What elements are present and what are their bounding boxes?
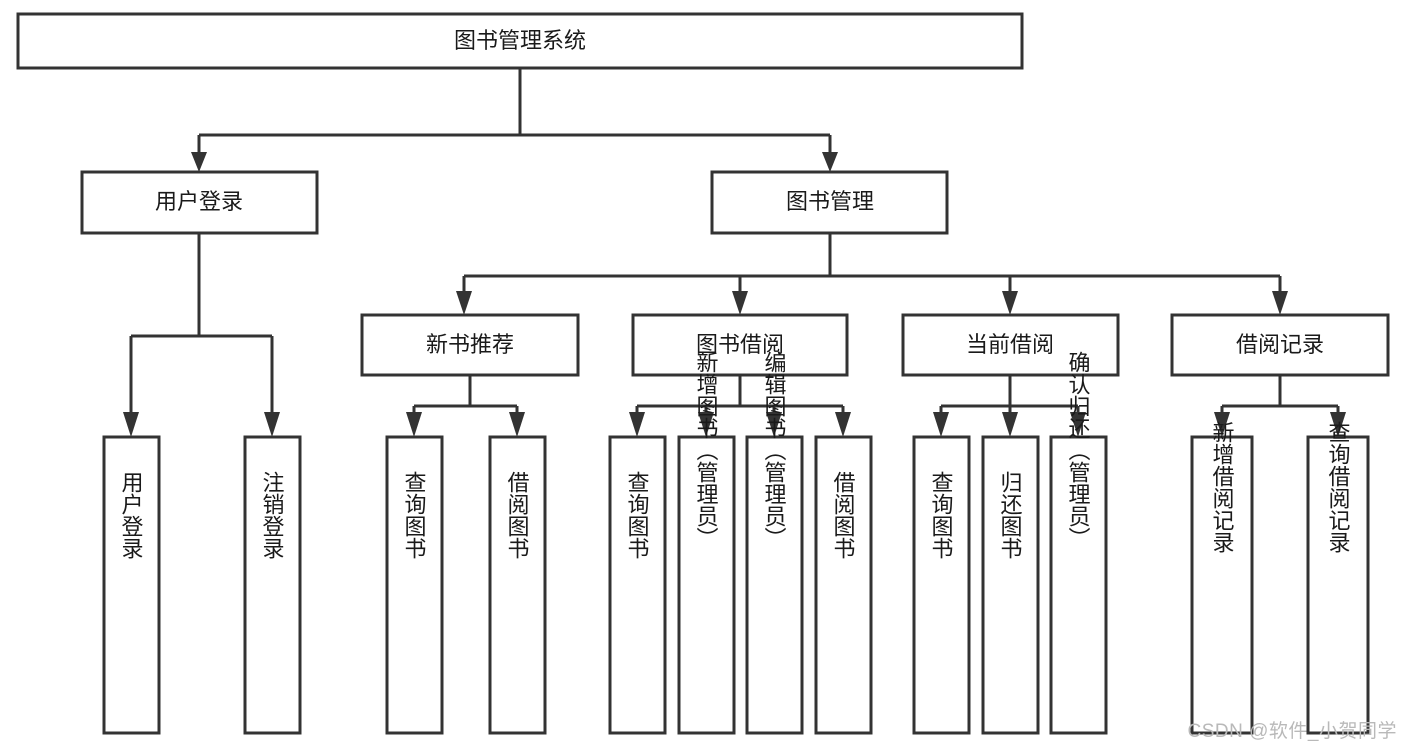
- node-recommend[interactable]: 新书推荐: [360, 313, 580, 377]
- node-current-label: 当前借阅: [966, 332, 1054, 357]
- node-leaf-edit-book-label: 编辑图书（管理员）: [762, 351, 787, 549]
- node-recommend-box[interactable]: [360, 313, 580, 377]
- node-borrow[interactable]: 图书借阅: [631, 313, 849, 377]
- node-leaf-query-record-box[interactable]: [1306, 435, 1370, 735]
- node-bookmgmt-box[interactable]: [710, 170, 949, 235]
- arrow-head-recommend: [456, 291, 472, 315]
- node-leaf-user-logout-box[interactable]: [243, 435, 302, 735]
- node-leaf-return-book-label: 归还图书: [998, 471, 1023, 559]
- arrow-head-leaf-user-login: [123, 412, 139, 437]
- arrow-head-borrow: [732, 291, 748, 315]
- node-leaf-user-login-label: 用户登录: [119, 471, 144, 559]
- arrow-head-bookmgmt: [822, 152, 838, 172]
- node-current-box[interactable]: [901, 313, 1120, 377]
- node-leaf-query-book-2-label: 查询图书: [625, 471, 650, 559]
- node-leaf-borrow-book-1[interactable]: 借阅图书: [488, 435, 547, 735]
- arrow-head-records: [1272, 291, 1288, 315]
- connector-layer: [123, 68, 1346, 437]
- node-leaf-edit-book-box[interactable]: [745, 435, 804, 735]
- arrow-head-leaf-user-logout: [264, 412, 280, 437]
- node-leaf-borrow-book-1-label: 借阅图书: [505, 471, 530, 559]
- arrow-head-leaf-query-record: [1330, 412, 1346, 437]
- node-borrow-box[interactable]: [631, 313, 849, 377]
- arrow-head-leaf-borrow-book-2: [835, 412, 851, 437]
- node-recommend-label: 新书推荐: [426, 332, 514, 357]
- node-records-label: 借阅记录: [1236, 332, 1324, 357]
- node-leaf-add-record-box[interactable]: [1190, 435, 1254, 735]
- node-records-box[interactable]: [1170, 313, 1390, 377]
- node-leaf-borrow-book-2[interactable]: 借阅图书: [814, 435, 873, 735]
- node-leaf-user-login-box[interactable]: [102, 435, 161, 735]
- node-bookmgmt-label: 图书管理: [786, 189, 874, 214]
- node-leaf-confirm-return-box[interactable]: [1049, 435, 1108, 735]
- arrow-head-leaf-confirm-return: [1070, 412, 1086, 437]
- node-leaf-edit-book[interactable]: 编辑图书（管理员）: [745, 351, 804, 735]
- node-root[interactable]: 图书管理系统: [16, 12, 1024, 70]
- arrow-head-leaf-add-record: [1214, 412, 1230, 437]
- node-leaf-query-book-1[interactable]: 查询图书: [385, 435, 444, 735]
- node-leaf-add-record[interactable]: 新增借阅记录: [1190, 421, 1254, 735]
- arrow-head-current: [1002, 291, 1018, 315]
- arrow-head-leaf-query-book-1: [406, 412, 422, 437]
- node-leaf-add-book-box[interactable]: [677, 435, 736, 735]
- arrow-head-leaf-return-book: [1002, 412, 1018, 437]
- node-leaf-user-logout[interactable]: 注销登录: [243, 435, 302, 735]
- node-root-box[interactable]: [16, 12, 1024, 70]
- node-bookmgmt[interactable]: 图书管理: [710, 170, 949, 235]
- node-leaf-borrow-book-2-box[interactable]: [814, 435, 873, 735]
- node-leaf-query-record[interactable]: 查询借阅记录: [1306, 421, 1370, 735]
- node-leaf-query-book-3[interactable]: 查询图书: [912, 435, 971, 735]
- node-leaf-query-book-3-label: 查询图书: [929, 471, 954, 559]
- arrow-head-leaf-query-book-3: [933, 412, 949, 437]
- node-leaf-add-book[interactable]: 新增图书（管理员）: [677, 351, 736, 735]
- node-leaf-borrow-book-2-label: 借阅图书: [831, 471, 856, 559]
- node-leaf-query-record-label: 查询借阅记录: [1326, 421, 1351, 553]
- arrow-head-login: [191, 152, 207, 172]
- node-leaf-add-record-label: 新增借阅记录: [1210, 421, 1235, 553]
- node-leaf-user-logout-label: 注销登录: [260, 471, 285, 559]
- node-leaf-query-book-1-box[interactable]: [385, 435, 444, 735]
- node-leaf-query-book-3-box[interactable]: [912, 435, 971, 735]
- node-leaf-return-book[interactable]: 归还图书: [981, 435, 1040, 735]
- node-login-label: 用户登录: [155, 189, 243, 214]
- node-borrow-label: 图书借阅: [696, 332, 784, 357]
- node-leaf-confirm-return[interactable]: 确认归还（管理员）: [1049, 351, 1108, 735]
- node-leaf-confirm-return-label: 确认归还（管理员）: [1066, 351, 1091, 549]
- arrow-head-leaf-edit-book: [766, 412, 782, 437]
- node-leaf-query-book-1-label: 查询图书: [402, 471, 427, 559]
- node-login[interactable]: 用户登录: [80, 170, 319, 235]
- node-leaf-query-book-2[interactable]: 查询图书: [608, 435, 667, 735]
- arrow-head-leaf-borrow-book-1: [509, 412, 525, 437]
- node-root-label: 图书管理系统: [454, 28, 586, 53]
- node-login-box[interactable]: [80, 170, 319, 235]
- arrow-head-leaf-query-book-2: [629, 412, 645, 437]
- node-leaf-user-login[interactable]: 用户登录: [102, 435, 161, 735]
- node-leaf-query-book-2-box[interactable]: [608, 435, 667, 735]
- node-leaf-borrow-book-1-box[interactable]: [488, 435, 547, 735]
- node-leaf-return-book-box[interactable]: [981, 435, 1040, 735]
- node-records[interactable]: 借阅记录: [1170, 313, 1390, 377]
- node-current[interactable]: 当前借阅: [901, 313, 1120, 377]
- arrow-head-leaf-add-book: [698, 412, 714, 437]
- node-leaf-add-book-label: 新增图书（管理员）: [694, 351, 719, 549]
